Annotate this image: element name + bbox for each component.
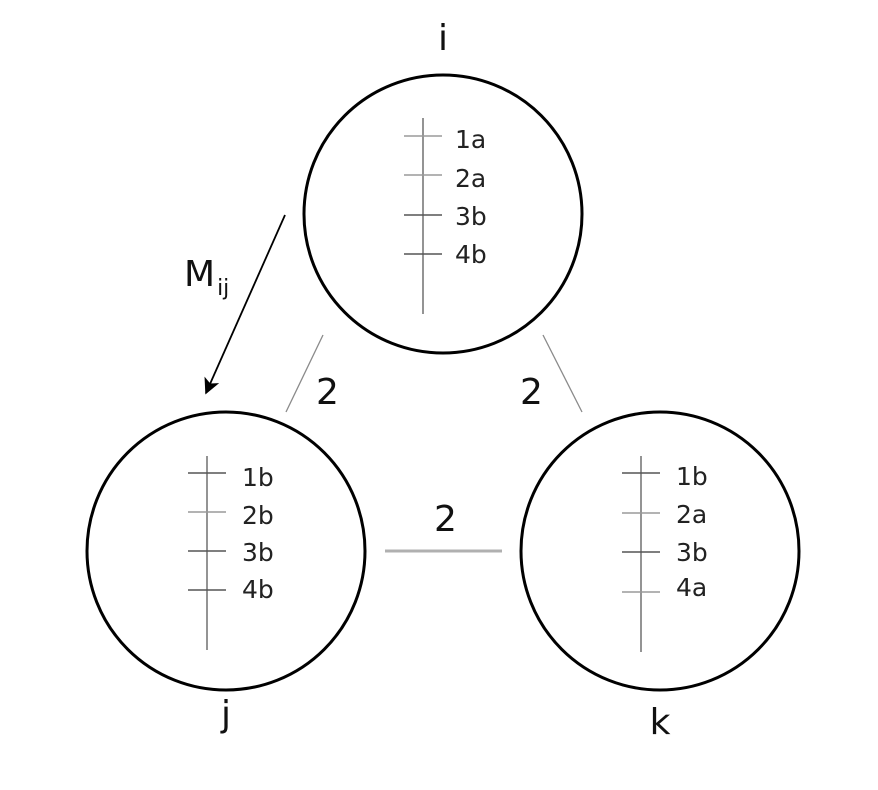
message-label: Mij [184,254,229,301]
node-i-entry-4: 4b [455,240,487,269]
node-j-entry-2: 2b [242,501,274,530]
edge-j-k-weight: 2 [434,499,457,540]
node-i-circle [302,73,584,355]
node-j-entry-1: 1b [242,463,274,492]
edge-i-k-weight: 2 [520,372,543,413]
node-k-circle [519,410,801,692]
node-i-entry-1: 1a [455,125,486,154]
node-k-entry-4: 4a [676,573,707,602]
node-j-label: j [220,694,231,735]
edge-i-j-line [285,334,324,413]
node-i-entry-3: 3b [455,202,487,231]
node-k: 1b 2a 3b 4a k [519,410,801,743]
message-arrow [204,214,286,395]
node-j: 1b 2b 3b 4b j [85,410,367,735]
node-i: 1a 2a 3b 4b i [302,18,584,355]
node-i-label: i [438,18,448,59]
node-j-entry-4: 4b [242,575,274,604]
node-k-entry-3: 3b [676,538,708,567]
message-label-main: M [184,254,215,295]
node-k-entry-2: 2a [676,500,707,529]
node-i-entry-2: 2a [455,164,486,193]
node-k-entry-1: 1b [676,462,708,491]
message-label-subscript: ij [217,276,229,301]
edge-i-k-line [542,334,583,413]
node-j-entry-3: 3b [242,538,274,567]
node-k-label: k [650,702,671,743]
edge-i-j-weight: 2 [316,372,339,413]
